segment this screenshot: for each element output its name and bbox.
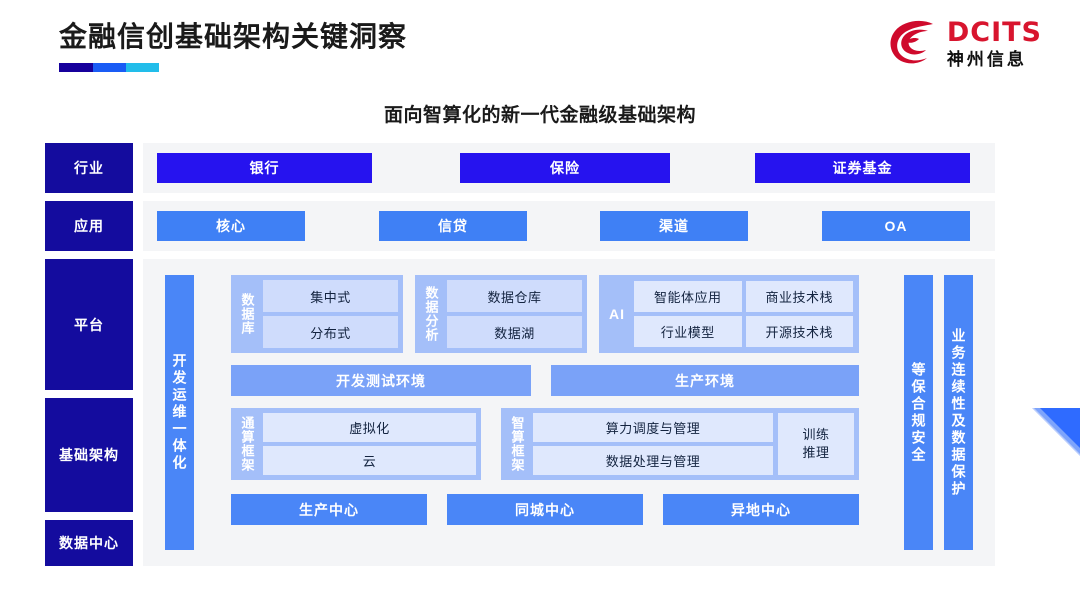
industry-item-bank[interactable]: 银行: [157, 153, 372, 183]
ai-column-left: 智能体应用 行业模型: [634, 281, 742, 347]
smart-compute-stack: 算力调度与管理 数据处理与管理: [533, 413, 773, 475]
title-block: 金融信创基础架构关键洞察: [59, 20, 407, 72]
cell-cloud[interactable]: 云: [263, 446, 476, 475]
layer-label-platform: 平台: [45, 259, 133, 390]
datacenter-production[interactable]: 生产中心: [231, 494, 427, 525]
brand-logo: DCITS 神州信息: [887, 18, 1042, 68]
underline-segment-1: [59, 63, 93, 72]
layer-label-industry: 行业: [45, 143, 133, 193]
cell-opensource-tech-stack[interactable]: 开源技术栈: [745, 316, 853, 347]
dcits-swirl-logo-icon: [890, 20, 933, 64]
diagram-subtitle: 面向智算化的新一代金融级基础架构: [383, 105, 696, 126]
group-database: 数据库 集中式 分布式: [231, 275, 403, 353]
layer-row-application: 应用 核心 信贷 渠道 OA: [45, 201, 995, 251]
vertical-bar-security[interactable]: 等保合规安全: [904, 275, 933, 550]
datacenter-same-city[interactable]: 同城中心: [447, 494, 643, 525]
layer-label-stack: 平台 基础架构 数据中心: [45, 259, 133, 566]
cell-distributed[interactable]: 分布式: [263, 316, 398, 348]
training-label: 训练: [802, 427, 830, 443]
group-caption-smart-compute: 智算框架: [509, 416, 525, 472]
layer-label-application: 应用: [45, 201, 133, 251]
page-header: 金融信创基础架构关键洞察 DCITS 神州信息: [0, 0, 1080, 92]
group-caption-ai: AI: [609, 306, 625, 322]
cell-virtualization[interactable]: 虚拟化: [263, 413, 476, 442]
application-item-oa[interactable]: OA: [822, 211, 970, 241]
group-items-smart-compute: 算力调度与管理 数据处理与管理 训练 推理: [533, 413, 854, 475]
group-items-ai: 智能体应用 行业模型 商业技术栈 开源技术栈: [634, 281, 853, 347]
layer-label-infrastructure: 基础架构: [45, 398, 133, 512]
application-item-credit[interactable]: 信贷: [379, 211, 527, 241]
underline-segment-3: [126, 63, 159, 72]
group-data-analysis: 数据分析 数据仓库 数据湖: [415, 275, 587, 353]
group-caption-database: 数据库: [239, 293, 255, 335]
logo-en-text: DCITS: [946, 16, 1042, 48]
group-general-compute-framework: 通算框架 虚拟化 云: [231, 408, 481, 480]
cell-data-lake[interactable]: 数据湖: [447, 316, 582, 348]
env-bar-production[interactable]: 生产环境: [551, 365, 859, 396]
vertical-bar-devops[interactable]: 开发运维一体化: [165, 275, 194, 550]
group-smart-compute-framework: 智算框架 算力调度与管理 数据处理与管理 训练 推理: [501, 408, 859, 480]
group-items-general-compute: 虚拟化 云: [263, 413, 476, 475]
vertical-bar-business-continuity[interactable]: 业务连续性及数据保护: [944, 275, 973, 550]
industry-item-insurance[interactable]: 保险: [460, 153, 670, 183]
cell-industry-model[interactable]: 行业模型: [634, 316, 742, 347]
platform-infra-datacenter-area: 平台 基础架构 数据中心 开发运维一体化 等保合规安全 业务连续性及数据保护 数…: [45, 259, 995, 566]
datacenter-remote[interactable]: 异地中心: [663, 494, 859, 525]
ai-column-right: 商业技术栈 开源技术栈: [745, 281, 853, 347]
architecture-diagram: 行业 银行 保险 证券基金 应用 核心 信贷 渠道 OA 平台 基础架构 数据中…: [45, 143, 995, 566]
group-ai: AI 智能体应用 行业模型 商业技术栈 开源技术栈: [599, 275, 859, 353]
application-panel: 核心 信贷 渠道 OA: [143, 201, 995, 251]
application-item-channel[interactable]: 渠道: [600, 211, 748, 241]
cell-agent-application[interactable]: 智能体应用: [634, 281, 742, 312]
cell-compute-scheduling[interactable]: 算力调度与管理: [533, 413, 773, 442]
layer-label-datacenter: 数据中心: [45, 520, 133, 566]
cell-centralized[interactable]: 集中式: [263, 280, 398, 312]
industry-item-securities-fund[interactable]: 证券基金: [755, 153, 970, 183]
cell-training-inference[interactable]: 训练 推理: [778, 413, 854, 475]
platform-panel: 开发运维一体化 等保合规安全 业务连续性及数据保护 数据库 集中式 分布式 数据…: [143, 259, 995, 566]
layer-row-industry: 行业 银行 保险 证券基金: [45, 143, 995, 193]
cell-data-processing[interactable]: 数据处理与管理: [533, 446, 773, 475]
title-underline: [59, 63, 159, 72]
env-bar-dev-test[interactable]: 开发测试环境: [231, 365, 531, 396]
inference-label: 推理: [802, 445, 830, 460]
group-items-database: 集中式 分布式: [263, 280, 398, 348]
group-caption-data-analysis: 数据分析: [423, 286, 439, 342]
industry-panel: 银行 保险 证券基金: [143, 143, 995, 193]
group-caption-general-compute: 通算框架: [239, 416, 255, 472]
underline-segment-2: [93, 63, 126, 72]
group-items-data-analysis: 数据仓库 数据湖: [447, 280, 582, 348]
application-item-core[interactable]: 核心: [157, 211, 305, 241]
logo-cn-text: 神州信息: [946, 49, 1027, 69]
page-title: 金融信创基础架构关键洞察: [59, 21, 408, 52]
logo-text: DCITS 神州信息: [947, 19, 1042, 68]
cell-data-warehouse[interactable]: 数据仓库: [447, 280, 582, 312]
platform-inner-grid: 数据库 集中式 分布式 数据分析 数据仓库 数据湖 AI: [231, 275, 859, 550]
cell-commercial-tech-stack[interactable]: 商业技术栈: [745, 281, 853, 312]
